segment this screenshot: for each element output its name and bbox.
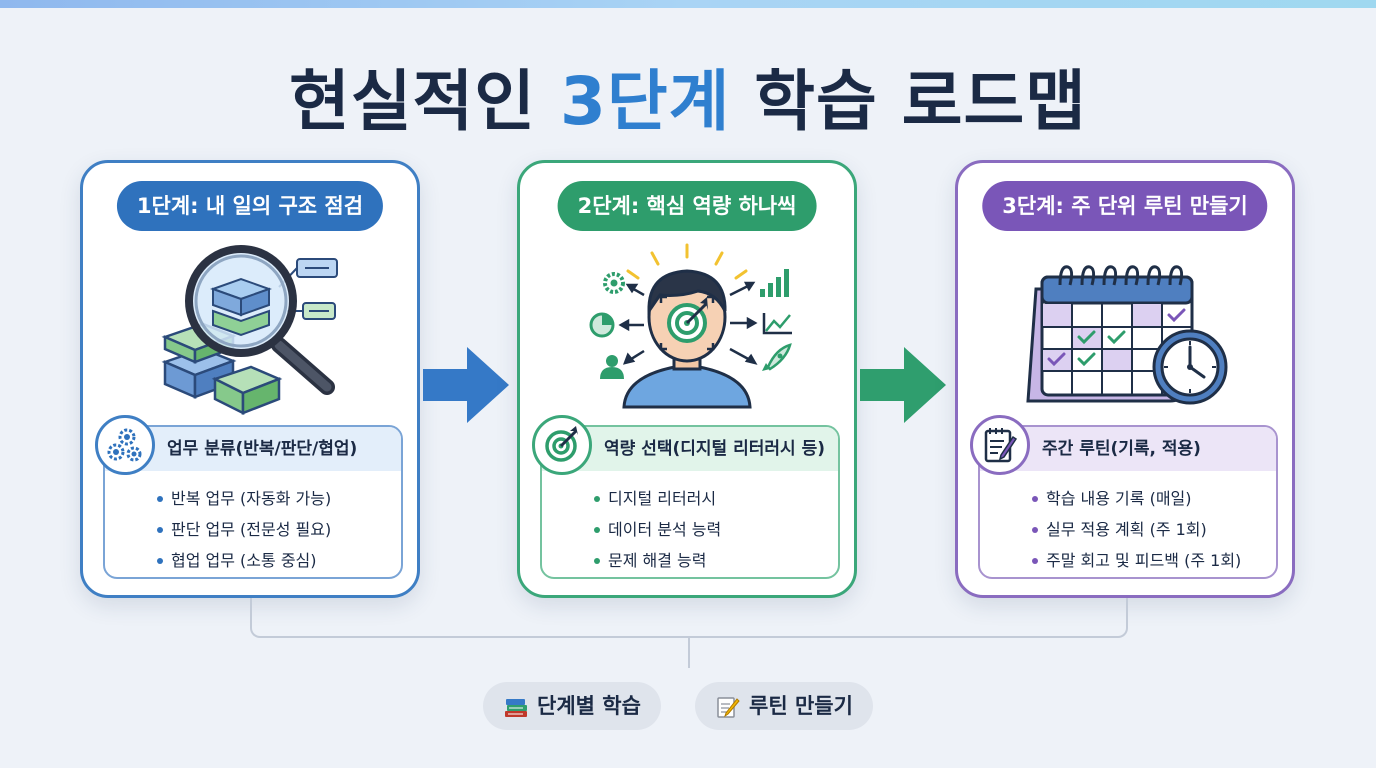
stage-1-card: 1단계: 내 일의 구조 점검 xyxy=(80,160,420,598)
stage-2-card: 2단계: 핵심 역량 하나씩 xyxy=(517,160,857,598)
stage-2-item-list: 디지털 리터러시 데이터 분석 능력 문제 해결 능력 xyxy=(542,471,838,576)
person-icon xyxy=(600,355,624,379)
calendar-with-clock-illustration xyxy=(1026,265,1228,405)
list-item: 판단 업무 (전문성 필요) xyxy=(157,514,401,545)
list-item: 데이터 분석 능력 xyxy=(594,514,838,545)
stage-3-card: 3단계: 주 단위 루틴 만들기 xyxy=(955,160,1295,598)
list-item: 주말 회고 및 피드백 (주 1회) xyxy=(1032,545,1276,576)
connector-stem xyxy=(688,638,690,668)
stage-3-item-list: 학습 내용 기록 (매일) 실무 적용 계획 (주 1회) 주말 회고 및 피드… xyxy=(980,471,1276,576)
notepad-icon xyxy=(970,415,1030,475)
stage-2-title: 2단계: 핵심 역량 하나씩 xyxy=(557,181,817,231)
tag-label: 루틴 만들기 xyxy=(749,694,853,718)
list-item: 반복 업무 (자동화 가능) xyxy=(157,483,401,514)
list-item: 문제 해결 능력 xyxy=(594,545,838,576)
magnifier-icon xyxy=(185,245,335,395)
books-icon xyxy=(505,699,527,717)
title-accent: 3단계 xyxy=(559,63,731,140)
tag-make-routine: 루틴 만들기 xyxy=(695,682,873,730)
list-item: 협업 업무 (소통 중심) xyxy=(157,545,401,576)
list-item: 디지털 리터러시 xyxy=(594,483,838,514)
stage-1-title: 1단계: 내 일의 구조 점검 xyxy=(116,181,384,231)
stage-1-detail-box: 업무 분류(반복/판단/협업) 반복 업무 (자동화 가능) 판단 업무 (전문… xyxy=(103,425,403,579)
clock-icon xyxy=(1152,329,1228,405)
stage-1-item-list: 반복 업무 (자동화 가능) 판단 업무 (전문성 필요) 협업 업무 (소통 … xyxy=(105,471,401,576)
line-chart-icon xyxy=(762,313,792,335)
list-item: 실무 적용 계획 (주 1회) xyxy=(1032,514,1276,545)
magnifier-over-blocks-illustration xyxy=(161,245,338,416)
list-item: 학습 내용 기록 (매일) xyxy=(1032,483,1276,514)
arrow-right-icon xyxy=(423,347,509,423)
stage-3-title: 3단계: 주 단위 루틴 만들기 xyxy=(982,181,1268,231)
target-icon xyxy=(532,415,592,475)
pie-chart-icon xyxy=(589,312,615,338)
top-accent-band xyxy=(0,0,1376,8)
page-title: 현실적인 3단계 학습 로드맵 xyxy=(0,48,1376,144)
memo-icon xyxy=(717,697,740,718)
title-suffix: 학습 로드맵 xyxy=(730,63,1087,140)
bracket-connector xyxy=(250,598,1128,638)
arrow-right-icon xyxy=(860,347,946,423)
person-with-target-illustration xyxy=(589,243,792,409)
title-prefix: 현실적인 xyxy=(289,63,560,140)
target-icon xyxy=(667,297,708,343)
gear-icon xyxy=(603,272,625,294)
tag-step-learning: 단계별 학습 xyxy=(483,682,661,730)
gears-icon xyxy=(95,415,155,475)
bar-chart-icon xyxy=(760,269,789,297)
rocket-icon xyxy=(762,343,792,371)
tag-label: 단계별 학습 xyxy=(537,694,641,718)
